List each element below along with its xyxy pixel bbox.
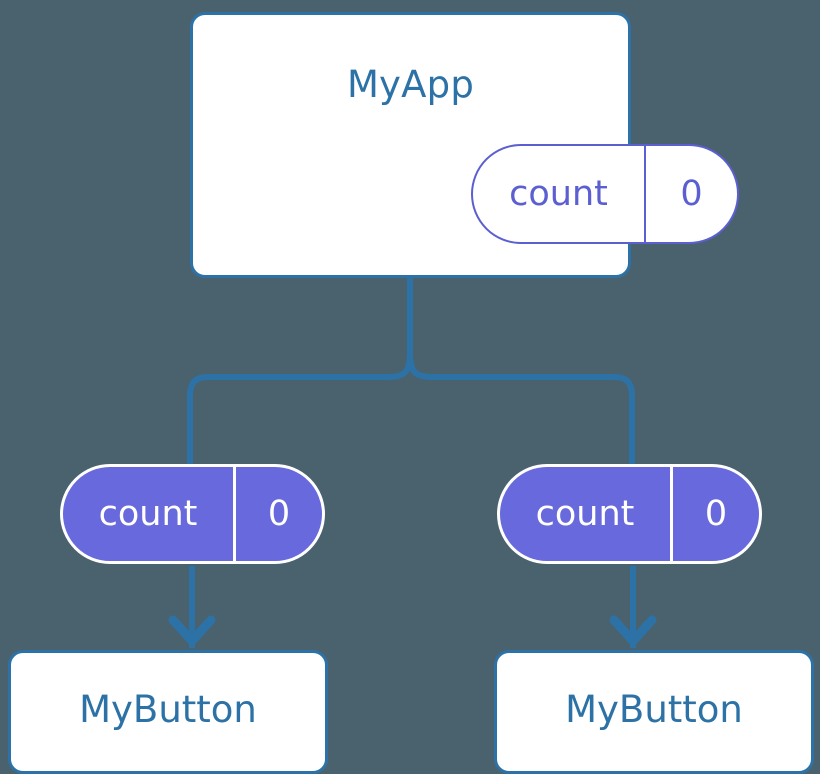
state-pill-child-left[interactable]: count 0: [60, 464, 325, 564]
component-card-mybutton-right[interactable]: MyButton: [494, 650, 814, 774]
state-key-label: count: [63, 467, 236, 561]
state-value-label: 0: [704, 493, 728, 534]
connector-fork-right: [407, 351, 635, 466]
component-card-myapp[interactable]: MyApp count 0: [190, 12, 739, 278]
state-key-label: count: [473, 146, 646, 242]
arrowhead-right-icon: [609, 615, 657, 646]
state-pill-root[interactable]: count 0: [471, 144, 739, 244]
connector-fork-left: [187, 351, 413, 466]
state-value-label: 0: [267, 493, 291, 534]
arrowhead-left-icon: [168, 615, 216, 646]
component-card-mybutton-left[interactable]: MyButton: [8, 650, 328, 774]
state-key-label: count: [500, 467, 673, 561]
component-title-mybutton: MyButton: [565, 688, 743, 731]
state-pill-child-right[interactable]: count 0: [497, 464, 762, 564]
state-value-label: 0: [680, 173, 703, 214]
component-title-mybutton: MyButton: [79, 688, 257, 731]
component-title-myapp: MyApp: [346, 63, 475, 106]
